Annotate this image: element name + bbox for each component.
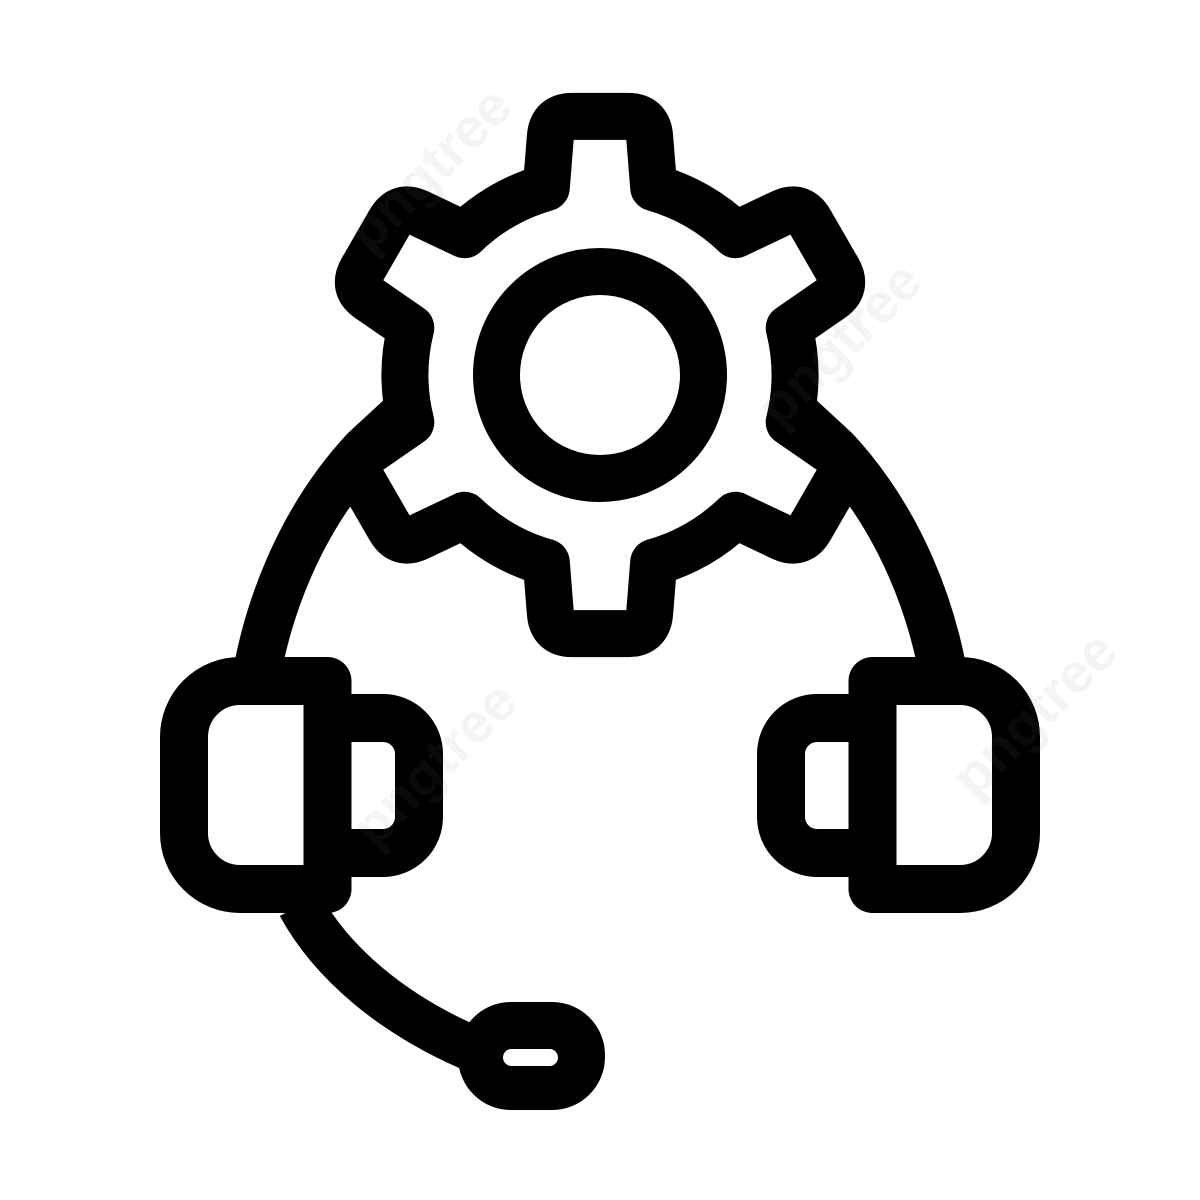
- gear-hub: [473, 248, 727, 502]
- headset-icon: [160, 657, 1040, 913]
- microphone-slot: [503, 1049, 558, 1066]
- microphone-icon: [279, 893, 605, 1110]
- ear-speaker-left: [303, 694, 443, 877]
- ear-cup-right: [757, 657, 1040, 913]
- microphone-boom: [279, 893, 489, 1074]
- ear-pad-left: [160, 657, 352, 913]
- ear-cup-left: [160, 657, 443, 913]
- ear-speaker-right: [757, 694, 897, 877]
- ear-pad-right: [848, 657, 1040, 913]
- gear-icon: [334, 92, 866, 658]
